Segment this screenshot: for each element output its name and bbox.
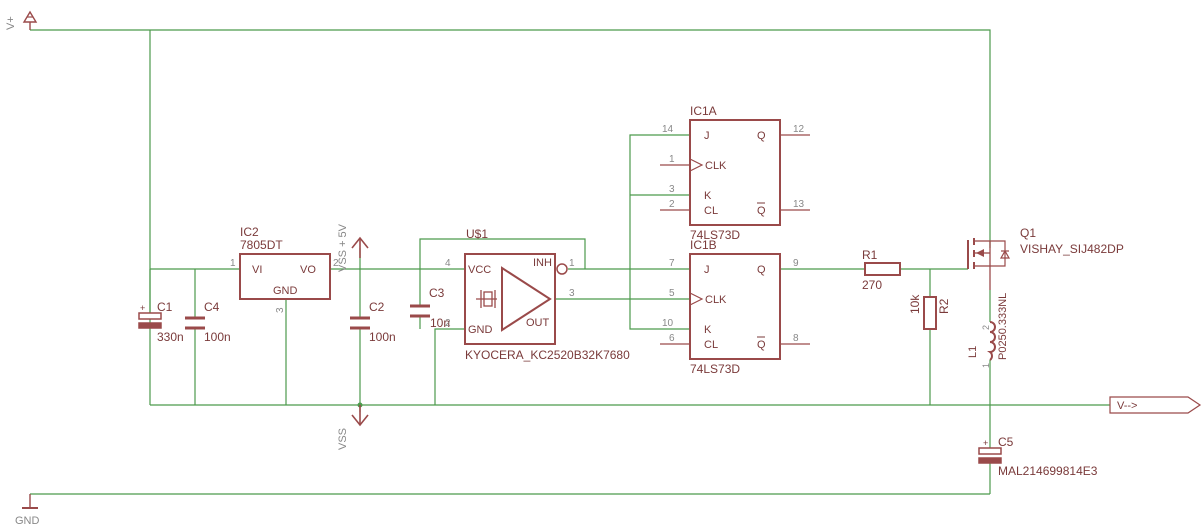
vss-supply-symbol: VSS bbox=[337, 405, 369, 450]
ic2-value: 7805DT bbox=[240, 238, 283, 252]
ic1b-value: 74LS73D bbox=[690, 362, 740, 376]
ic1a-pin-num-q: 12 bbox=[793, 124, 805, 135]
q1-name: Q1 bbox=[1020, 226, 1036, 240]
inh-inversion-bubble bbox=[556, 263, 568, 275]
ic1a-pin-num-qn: 13 bbox=[793, 199, 805, 210]
u1-pin-num-inh: 1 bbox=[569, 258, 575, 269]
ic1b-pin-num-clk: 5 bbox=[669, 288, 675, 299]
ic1b-pin-qn: Q bbox=[757, 339, 766, 351]
u1-oscillator: U$1 KYOCERA_KC2520B32K7680 VCC GND INH O… bbox=[445, 227, 630, 362]
ic1a-pin-q: Q bbox=[757, 130, 766, 142]
ic2-pin-gnd: GND bbox=[273, 285, 298, 297]
r1-resistor: R1 270 bbox=[862, 248, 901, 292]
ic1b-pin-num-qn: 8 bbox=[793, 333, 799, 344]
l1-pin-num-1: 1 bbox=[981, 363, 991, 368]
c2-value: 100n bbox=[369, 330, 396, 344]
u1-pin-inh: INH bbox=[533, 257, 552, 269]
wires bbox=[30, 29, 1110, 495]
ic1a-pin-j: J bbox=[704, 130, 710, 142]
vss-label: VSS bbox=[337, 428, 349, 450]
u1-gnd-wire bbox=[434, 328, 465, 405]
r2-name: R2 bbox=[937, 298, 951, 314]
ic1b-pin-j: J bbox=[704, 264, 710, 276]
c3-value: 10n bbox=[430, 316, 450, 330]
vplus-rail-wire bbox=[30, 29, 991, 248]
c4-capacitor: C4 100n bbox=[185, 300, 231, 344]
vout-label: V--> bbox=[1117, 400, 1137, 412]
u1-pin-num-gnd: 2 bbox=[445, 318, 451, 329]
ic1b-pin-k: K bbox=[704, 324, 712, 336]
ic1b-pin-num-k: 10 bbox=[662, 318, 674, 329]
ic2-pin-vo: VO bbox=[300, 264, 316, 276]
ic1a-pin-clk: CLK bbox=[705, 160, 727, 172]
ic2-pin-num-gnd: 3 bbox=[275, 307, 286, 313]
q1-value: VISHAY_SIJ482DP bbox=[1020, 242, 1124, 256]
ic1a-pin-num-k: 3 bbox=[669, 184, 675, 195]
vss5-label: VSS + 5V bbox=[337, 223, 349, 272]
c3-name: C3 bbox=[429, 286, 445, 300]
l1-pin-num-2: 2 bbox=[981, 325, 991, 330]
r2-resistor: R2 10k bbox=[908, 294, 951, 330]
c3-capacitor: C3 10n bbox=[410, 286, 450, 330]
gnd-label: GND bbox=[15, 515, 40, 527]
c3-top-wire bbox=[419, 238, 586, 306]
vout-port: V--> bbox=[1109, 396, 1202, 414]
ic1b-pin-num-q: 9 bbox=[793, 258, 799, 269]
ic2-name: IC2 bbox=[240, 225, 259, 239]
c5-name: C5 bbox=[998, 435, 1014, 449]
svg-text:+: + bbox=[983, 438, 988, 448]
gnd-symbol: GND bbox=[15, 494, 40, 527]
ic1a-name: IC1A bbox=[690, 104, 717, 118]
ic1b-pin-cl: CL bbox=[704, 339, 718, 351]
c2-capacitor: C2 100n bbox=[350, 300, 396, 344]
l1-inductor: L1 P0250.333NL 2 1 bbox=[967, 293, 1009, 368]
ic1a-flip-flop: IC1A 74LS73D J CLK K CL Q Q 14 1 3 2 12 … bbox=[660, 104, 810, 242]
jk-tie-wire bbox=[629, 134, 690, 330]
u1-pin-num-out: 3 bbox=[569, 288, 575, 299]
u1-pin-num-vcc: 4 bbox=[445, 258, 451, 269]
ic2-regulator: IC2 7805DT VI VO GND 1 2 3 bbox=[230, 225, 339, 313]
c5-value: MAL214699814E3 bbox=[998, 464, 1098, 478]
ic1a-pin-num-cl: 2 bbox=[669, 199, 675, 210]
u1-pin-out: OUT bbox=[526, 317, 550, 329]
u1-pin-gnd: GND bbox=[468, 324, 493, 336]
l1-name: L1 bbox=[967, 346, 979, 358]
c1-value: 330n bbox=[157, 330, 184, 344]
ic2-pin-vi: VI bbox=[252, 264, 262, 276]
c4-value: 100n bbox=[204, 330, 231, 344]
l1-value: P0250.333NL bbox=[997, 293, 1009, 360]
ic1a-pin-num-j: 14 bbox=[662, 124, 674, 135]
ic2-pin-num-vo: 2 bbox=[333, 258, 339, 269]
vss5-supply-symbol: VSS + 5V bbox=[337, 223, 369, 272]
ic1b-pin-q: Q bbox=[757, 264, 766, 276]
ic1a-pin-num-clk: 1 bbox=[669, 154, 675, 165]
q1-mosfet: Q1 VISHAY_SIJ482DP bbox=[967, 226, 1124, 290]
ic2-pin-num-vi: 1 bbox=[230, 258, 236, 269]
vplus-label: V+ bbox=[5, 16, 17, 30]
ic1a-pin-cl: CL bbox=[704, 205, 718, 217]
c4-name: C4 bbox=[204, 300, 220, 314]
ic1a-pin-k: K bbox=[704, 190, 712, 202]
ic1b-pin-num-cl: 6 bbox=[669, 333, 675, 344]
ic1b-pin-clk: CLK bbox=[705, 294, 727, 306]
r2-value: 10k bbox=[908, 294, 922, 314]
c1-name: C1 bbox=[157, 300, 173, 314]
ic1b-pin-num-j: 7 bbox=[669, 258, 675, 269]
c5-capacitor: + C5 MAL214699814E3 bbox=[978, 435, 1098, 478]
u1-value: KYOCERA_KC2520B32K7680 bbox=[465, 348, 630, 362]
c1-capacitor: + C1 330n bbox=[138, 300, 184, 344]
ic1a-pin-qn: Q bbox=[757, 205, 766, 217]
r1-name: R1 bbox=[862, 248, 878, 262]
c2-name: C2 bbox=[369, 300, 385, 314]
svg-text:+: + bbox=[140, 303, 145, 313]
ic1a-value: 74LS73D bbox=[690, 228, 740, 242]
u1-name: U$1 bbox=[466, 227, 488, 241]
u1-pin-vcc: VCC bbox=[468, 264, 491, 276]
r1-value: 270 bbox=[862, 278, 882, 292]
ic1b-name: IC1B bbox=[690, 238, 717, 252]
ic1b-flip-flop: IC1B 74LS73D J CLK K CL Q Q 7 5 10 6 9 8 bbox=[660, 238, 810, 376]
vplus-symbol: V+ bbox=[5, 10, 38, 30]
